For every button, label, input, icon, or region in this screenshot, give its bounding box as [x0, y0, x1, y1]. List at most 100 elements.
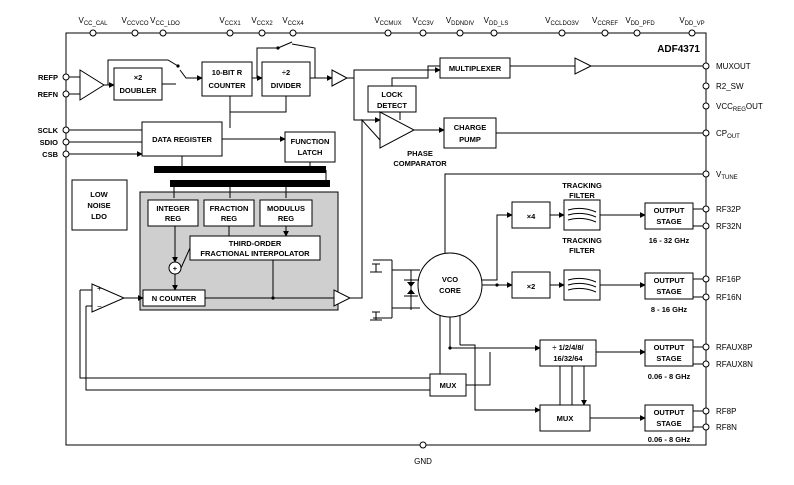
svg-text:÷2: ÷2	[282, 68, 290, 77]
svg-text:VCCREGOUT: VCCREGOUT	[716, 102, 763, 113]
output-stage-rf16	[644, 272, 694, 300]
svg-text:DETECT: DETECT	[377, 101, 407, 110]
pin-vccx2: VCCX2	[251, 16, 273, 37]
svg-text:RFAUX8N: RFAUX8N	[716, 360, 753, 369]
feedback-opamp	[91, 283, 126, 313]
pin-rf8n: RF8N	[702, 423, 737, 432]
svg-text:RFAUX8P: RFAUX8P	[716, 343, 752, 352]
svg-text:0.06 - 8 GHz: 0.06 - 8 GHz	[648, 435, 691, 444]
svg-text:OUTPUT: OUTPUT	[654, 408, 685, 417]
svg-text:LOCK: LOCK	[381, 90, 403, 99]
pin-sclk: SCLK	[38, 126, 70, 135]
svg-text:+: +	[97, 284, 102, 293]
pin-rf8p: RF8P	[702, 407, 736, 416]
svg-text:THIRD-ORDER: THIRD-ORDER	[229, 239, 282, 248]
svg-text:CORE: CORE	[439, 286, 461, 295]
left-pins: REFP REFN SCLK SDIO CSB	[38, 73, 70, 159]
fractional-interpolator-block	[189, 235, 321, 261]
top-pins: VCC_CAL VCCVCO VCC_LDO VCCX1 VCCX2 VCCX4…	[78, 16, 705, 37]
svg-text:RF8N: RF8N	[716, 423, 737, 432]
svg-text:LDO: LDO	[91, 212, 107, 221]
divider-bypass	[256, 43, 316, 78]
pin-vcc3v: VCC3V	[412, 16, 434, 37]
pin-rfaux8n: RFAUX8N	[702, 360, 753, 369]
svg-text:OUTPUT: OUTPUT	[654, 276, 685, 285]
svg-text:REG: REG	[278, 214, 294, 223]
data-bus-lower	[170, 180, 330, 187]
svg-text:TRACKING: TRACKING	[562, 181, 602, 190]
vco-core	[417, 252, 483, 318]
pin-vccx4: VCCX4	[282, 16, 304, 37]
svg-text:MUX: MUX	[440, 381, 457, 390]
svg-text:MUX: MUX	[557, 414, 574, 423]
pin-rfaux8p: RFAUX8P	[702, 343, 752, 352]
pin-vcc-cal: VCC_CAL	[78, 16, 108, 37]
svg-text:VCCX2: VCCX2	[251, 16, 273, 27]
svg-text:VCC3V: VCC3V	[412, 16, 433, 27]
svg-text:LOW: LOW	[90, 190, 108, 199]
svg-text:0.06 - 8 GHz: 0.06 - 8 GHz	[648, 372, 691, 381]
pin-csb: CSB	[42, 150, 70, 159]
svg-text:STAGE: STAGE	[656, 354, 681, 363]
svg-text:×2: ×2	[134, 73, 143, 82]
svg-text:10-BIT R: 10-BIT R	[212, 68, 243, 77]
svg-text:PHASE: PHASE	[407, 149, 433, 158]
svg-text:VTUNE: VTUNE	[716, 170, 738, 181]
svg-text:VDDNDIV: VDDNDIV	[446, 16, 474, 27]
muxout-buffer	[574, 57, 593, 75]
svg-text:16 - 32 GHz: 16 - 32 GHz	[649, 236, 690, 245]
data-register-block	[141, 121, 223, 157]
svg-text:REG: REG	[221, 214, 237, 223]
svg-text:×4: ×4	[527, 212, 536, 221]
svg-text:STAGE: STAGE	[656, 217, 681, 226]
pin-vdd-vp: VDD_VP	[679, 16, 705, 37]
chip-title: ADF4371	[657, 44, 700, 55]
svg-text:COMPARATOR: COMPARATOR	[393, 159, 447, 168]
pin-vccmux: VCCMUX	[374, 16, 402, 37]
svg-text:FUNCTION: FUNCTION	[291, 137, 330, 146]
svg-text:CPOUT: CPOUT	[716, 129, 740, 140]
pin-r2-sw: R2_SW	[702, 82, 744, 91]
svg-text:OUTPUT: OUTPUT	[654, 206, 685, 215]
svg-text:SCLK: SCLK	[38, 126, 59, 135]
svg-text:REG: REG	[165, 214, 181, 223]
phase-comparator	[379, 111, 416, 149]
pin-rf16p: RF16P	[702, 275, 741, 284]
svg-text:VCCX4: VCCX4	[282, 16, 304, 27]
svg-text:FILTER: FILTER	[569, 191, 595, 200]
svg-text:DOUBLER: DOUBLER	[119, 86, 157, 95]
pin-rf32n: RF32N	[702, 222, 742, 231]
svg-text:VCO: VCO	[442, 275, 458, 284]
svg-text:COUNTER: COUNTER	[208, 81, 246, 90]
pin-vccvco: VCCVCO	[121, 16, 149, 37]
svg-text:STAGE: STAGE	[656, 419, 681, 428]
output-stage-aux	[644, 339, 694, 367]
svg-text:VCCLDO3V: VCCLDO3V	[545, 16, 579, 27]
doubler-bypass	[107, 59, 179, 85]
svg-text:VCC_LDO: VCC_LDO	[150, 16, 180, 27]
svg-text:TRACKING: TRACKING	[562, 236, 602, 245]
svg-text:MUXOUT: MUXOUT	[716, 62, 751, 71]
data-bus-upper	[154, 166, 326, 173]
svg-text:REFP: REFP	[38, 73, 58, 82]
output-stage-rf32	[644, 202, 694, 230]
svg-text:VDD_PFD: VDD_PFD	[625, 16, 655, 27]
svg-text:INTEGER: INTEGER	[156, 204, 190, 213]
pin-sdio: SDIO	[40, 138, 70, 147]
svg-text:DATA REGISTER: DATA REGISTER	[152, 135, 212, 144]
multiplexer-block	[439, 57, 511, 79]
svg-text:MULTIPLEXER: MULTIPLEXER	[449, 64, 502, 73]
svg-text:RF32N: RF32N	[716, 222, 742, 231]
pin-rf16n: RF16N	[702, 293, 742, 302]
svg-text:8 - 16 GHz: 8 - 16 GHz	[651, 305, 688, 314]
svg-text:VCCX1: VCCX1	[219, 16, 241, 27]
output-divider-block	[539, 339, 597, 367]
pin-rf32p: RF32P	[702, 205, 741, 214]
svg-text:NOISE: NOISE	[87, 201, 110, 210]
svg-text:FILTER: FILTER	[569, 246, 595, 255]
low-noise-ldo-block	[71, 179, 128, 231]
svg-text:MODULUS: MODULUS	[267, 204, 305, 213]
pin-vtune: VTUNE	[702, 170, 738, 181]
svg-text:16/32/64: 16/32/64	[553, 354, 583, 363]
svg-text:FRACTION: FRACTION	[210, 204, 249, 213]
